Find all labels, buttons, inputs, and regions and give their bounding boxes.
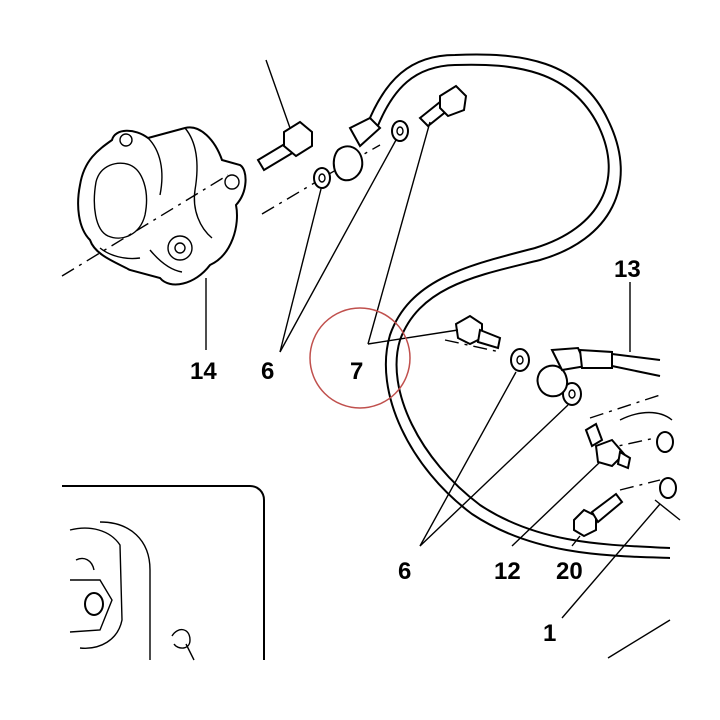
lower-union-bolt-part-7 bbox=[454, 314, 502, 350]
callout-1: 1 bbox=[543, 620, 557, 647]
bleed-screw-part-12 bbox=[584, 422, 632, 470]
inset-detail-view bbox=[62, 485, 265, 661]
bolt-part-20 bbox=[573, 492, 624, 538]
caliper-part-14 bbox=[77, 126, 247, 286]
upper-union-bolt-part-7 bbox=[418, 84, 468, 128]
callout-20: 20 bbox=[556, 558, 583, 585]
caliper-bracket-partial bbox=[607, 411, 681, 659]
callout-6-upper: 6 bbox=[261, 358, 275, 385]
callout-7-highlight-circle bbox=[309, 307, 411, 409]
callout-14: 14 bbox=[190, 358, 217, 385]
upper-washers-part-6 bbox=[313, 120, 409, 189]
lower-washers-part-6 bbox=[510, 348, 582, 406]
callout-13: 13 bbox=[614, 256, 641, 283]
upper-banjo-fitting bbox=[332, 116, 382, 182]
brake-hose bbox=[366, 53, 671, 559]
lower-banjo-fitting bbox=[536, 346, 661, 398]
callout-6-lower: 6 bbox=[398, 558, 412, 585]
upper-mounting-bolt bbox=[256, 120, 313, 172]
callout-12: 12 bbox=[494, 558, 521, 585]
callout-7: 7 bbox=[350, 358, 364, 385]
leader-lines bbox=[205, 59, 661, 619]
